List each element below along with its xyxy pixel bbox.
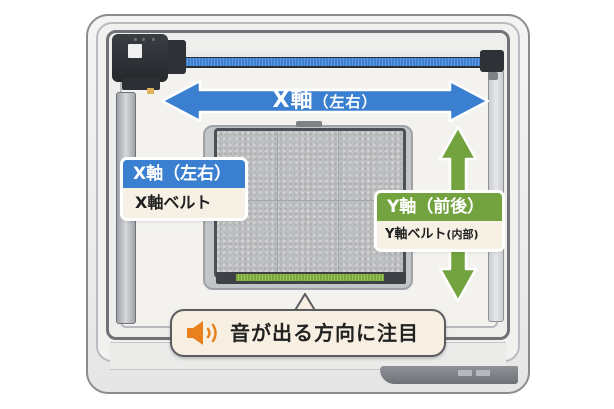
y-axis-card-body-sub: (内部) — [446, 228, 479, 241]
bed-grid-line — [277, 131, 278, 273]
toolhead-dot — [152, 38, 155, 41]
x-axis-double-arrow-icon — [160, 80, 490, 122]
nozzle — [147, 88, 154, 94]
x-gantry-foot — [488, 72, 498, 80]
y-axis-card-body-main: Y軸ベルト — [385, 227, 447, 242]
y-axis-card: Y軸（前後） Y軸ベルト(内部) — [377, 193, 502, 249]
slot-button — [476, 370, 490, 376]
toolhead-logo-icon — [128, 44, 142, 58]
bed-grid-line — [338, 131, 339, 273]
front-slot — [380, 366, 518, 384]
toolhead-dot — [134, 38, 137, 41]
x-axis-arrow-sub: （左右） — [313, 93, 378, 111]
build-plate — [214, 128, 406, 278]
x-axis-card-header: X軸（左右） — [123, 160, 245, 188]
slot-button — [458, 370, 472, 376]
toolhead-lower — [122, 78, 160, 90]
bed-tab — [296, 121, 322, 127]
toolhead-dot — [142, 38, 145, 41]
x-axis-arrow-title: X軸 — [272, 88, 314, 113]
x-axis-card-body: X軸ベルト — [135, 193, 212, 212]
x-gantry-rail — [170, 52, 480, 57]
y-axis-card-body: Y軸ベルト(内部) — [377, 221, 502, 249]
x-axis-belt — [170, 58, 482, 66]
callout-text: 音が出る方向に注目 — [230, 321, 419, 345]
speaker-icon — [187, 321, 217, 345]
x-axis-arrow-label: X軸（左右） — [210, 87, 440, 115]
x-axis-card: X軸（左右） X軸ベルト — [123, 160, 245, 218]
y-axis-card-header: Y軸（前後） — [377, 193, 502, 221]
bed-grid-line — [217, 200, 403, 201]
y-axis-belt — [236, 274, 384, 281]
x-gantry-end — [480, 50, 504, 72]
toolhead — [112, 34, 168, 82]
